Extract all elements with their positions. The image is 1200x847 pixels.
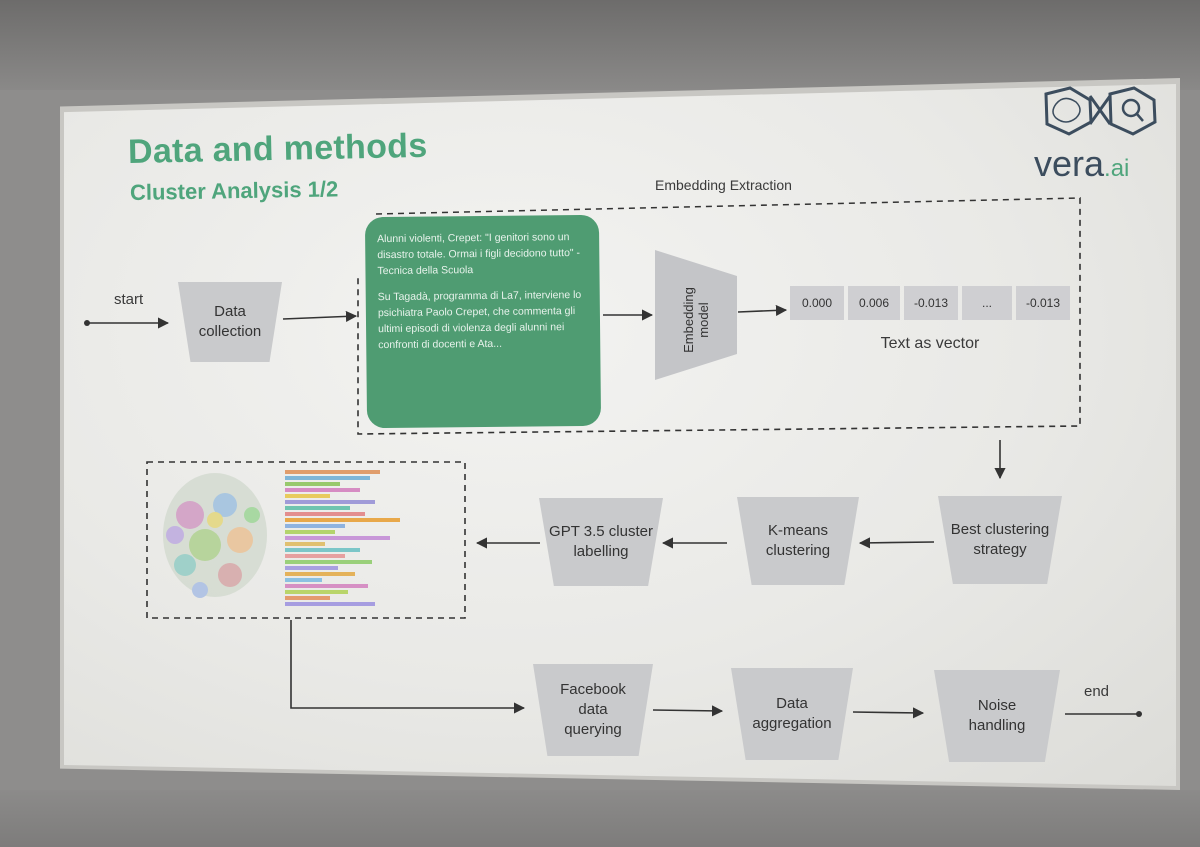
start-label: start — [114, 291, 144, 308]
vector-cell: ... — [962, 286, 1012, 320]
step-kmeans: K-means clustering — [737, 497, 859, 585]
wall-background — [0, 0, 1200, 90]
step-line: GPT 3.5 cluster — [549, 523, 653, 540]
step-noise-handling: Noise handling — [934, 670, 1060, 762]
step-best-clustering: Best clustering strategy — [938, 496, 1062, 584]
vector-cell: 0.000 — [790, 286, 844, 320]
step-line: querying — [564, 721, 622, 738]
example-body: Su Tagadà, programma di La7, interviene … — [377, 288, 582, 352]
step-data-collection: Data collection — [178, 282, 282, 362]
step-line: K-means — [767, 522, 828, 539]
step-line: data — [578, 701, 608, 718]
cluster-bar-chart — [285, 470, 400, 606]
step-line: aggregation — [752, 715, 832, 732]
end-label: end — [1084, 683, 1110, 700]
step-line: model — [696, 302, 711, 338]
text-as-vector-label: Text as vector — [880, 335, 980, 352]
cluster-visualization-frame — [146, 461, 466, 619]
step-line: Noise — [977, 697, 1017, 714]
step-line: labelling — [573, 543, 629, 560]
step-line: Data — [214, 303, 246, 320]
vector-cell: 0.006 — [848, 286, 900, 320]
arrow-model-to-vector — [737, 304, 788, 317]
vector-cell: -0.013 — [904, 286, 958, 320]
step-line: strategy — [973, 541, 1027, 558]
arrow-facebook-to-aggregation — [652, 705, 724, 717]
logo-icon — [1044, 86, 1157, 136]
step-line: Facebook — [560, 681, 626, 698]
slide-title: Data and methods — [127, 126, 428, 171]
embedding-extraction-region — [357, 197, 1081, 435]
step-line: Embedding — [681, 287, 696, 353]
step-data-aggregation: Data aggregation — [731, 668, 853, 760]
arrow-aggregation-to-noise — [852, 707, 925, 719]
logo-suffix: .ai — [1104, 155, 1130, 182]
start-terminal — [84, 320, 90, 326]
step-line: handling — [968, 717, 1026, 734]
arrow-collection-to-text — [282, 310, 358, 323]
cluster-scatter-plot — [163, 473, 267, 598]
step-line: collection — [198, 323, 262, 340]
step-line: Best clustering — [950, 521, 1050, 538]
wall-background-bottom — [0, 790, 1200, 847]
example-headline: Alunni violenti, Crepet: "I genitori son… — [377, 231, 581, 278]
end-terminal — [1136, 711, 1142, 717]
slide-subtitle: Cluster Analysis 1/2 — [129, 176, 339, 205]
logo-name: vera — [1034, 143, 1105, 184]
logo-wordmark: vera.ai — [1034, 143, 1129, 185]
step-facebook-query: Facebook data querying — [533, 664, 653, 756]
arrow-viz-to-facebook — [290, 620, 526, 714]
embedding-extraction-label: Embedding Extraction — [655, 177, 792, 193]
step-gpt-labelling: GPT 3.5 cluster labelling — [539, 498, 663, 586]
step-line: Data — [776, 695, 808, 712]
arrow-clustering-to-kmeans — [858, 537, 935, 549]
example-text-card: Alunni violenti, Crepet: "I genitori son… — [364, 214, 602, 429]
vector-cell: -0.013 — [1016, 286, 1070, 320]
step-line: clustering — [765, 542, 831, 559]
